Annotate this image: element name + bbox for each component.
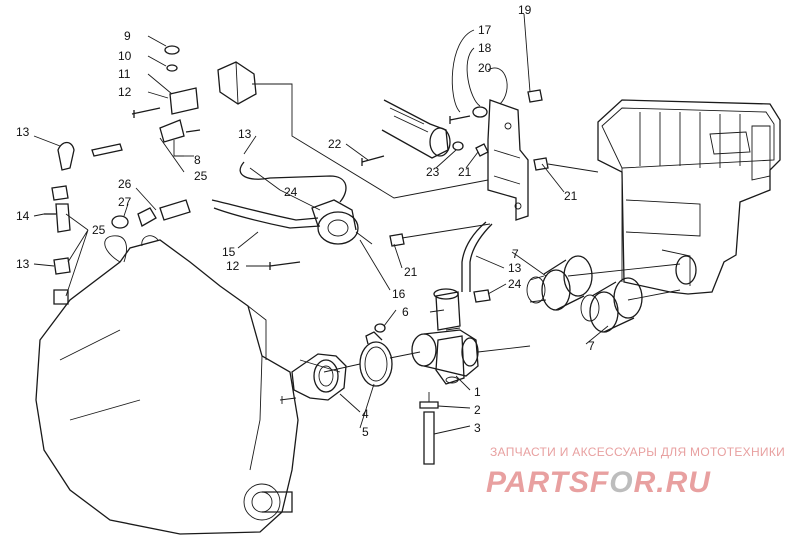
callout-label: 14: [16, 209, 30, 223]
callout-label: 18: [478, 41, 492, 55]
watermark-subtitle: ЗАПЧАСТИ И АКСЕССУАРЫ ДЛЯ МОТОТЕХНИКИ: [490, 445, 785, 459]
callout-label: 24: [508, 277, 522, 291]
watermark-brand-f: F: [590, 466, 609, 499]
callout-label: 13: [238, 127, 252, 141]
callout-label: 16: [392, 287, 406, 301]
engine: [35, 235, 299, 535]
hose-clamp: [359, 331, 393, 387]
callout-label: 26: [118, 177, 132, 191]
small-hardware: [44, 45, 549, 333]
callout-leaders: [33, 13, 609, 435]
callout-label: 1: [474, 385, 481, 399]
cable-lines: [252, 83, 681, 373]
callout-label: 20: [478, 61, 492, 75]
callout-label: 7: [512, 247, 519, 261]
callout-label: 11: [118, 67, 131, 81]
cable-bracket: [159, 61, 257, 157]
throttle-housing: [381, 99, 451, 159]
watermark: ЗАПЧАСТИ И АКСЕССУАРЫ ДЛЯ МОТОТЕХНИКИ PA…: [486, 445, 785, 499]
callout-label: 25: [194, 169, 208, 183]
callout-label: 12: [226, 259, 240, 273]
air-box: [597, 99, 781, 295]
callout-label: 7: [588, 339, 595, 353]
callout-label: 8: [194, 153, 201, 167]
callout-label: 13: [16, 257, 30, 271]
callout-label: 13: [508, 261, 522, 275]
callout-label: 12: [118, 85, 132, 99]
callout-label: 21: [404, 265, 418, 279]
intake-flange: [279, 353, 347, 404]
main-jet-stem: [419, 392, 439, 465]
mounting-bracket: [487, 99, 529, 221]
callout-label: 23: [426, 165, 440, 179]
callout-label: 15: [222, 245, 236, 259]
callout-label: 5: [362, 425, 369, 439]
intake-boot-lower: [580, 277, 643, 333]
watermark-brand-rest: R.RU: [634, 466, 712, 499]
carburetor: [411, 288, 479, 385]
callout-label: 2: [474, 403, 481, 417]
callout-label: 24: [284, 185, 298, 199]
callout-label: 22: [328, 137, 342, 151]
callout-labels: 9 10 11 12 13 8 25 13 24 26 27 14 25 15 …: [16, 3, 595, 439]
watermark-brand: PARTSFOR.RU: [486, 466, 711, 499]
callout-label: 19: [518, 3, 532, 17]
callout-label: 27: [118, 195, 132, 209]
callout-label: 10: [118, 49, 132, 63]
callout-label: 21: [564, 189, 578, 203]
watermark-brand-parts: PARTS: [486, 466, 590, 499]
callout-label: 4: [362, 407, 369, 421]
callout-label: 21: [458, 165, 472, 179]
fuel-pump: [311, 199, 373, 245]
watermark-brand-o: O: [609, 466, 633, 499]
callout-label: 25: [92, 223, 106, 237]
callout-label: 17: [478, 23, 492, 37]
callout-label: 6: [402, 305, 409, 319]
callout-label: 9: [124, 29, 131, 43]
callout-label: 3: [474, 421, 481, 435]
callout-label: 13: [16, 125, 30, 139]
intake-boot-upper: [526, 255, 593, 311]
